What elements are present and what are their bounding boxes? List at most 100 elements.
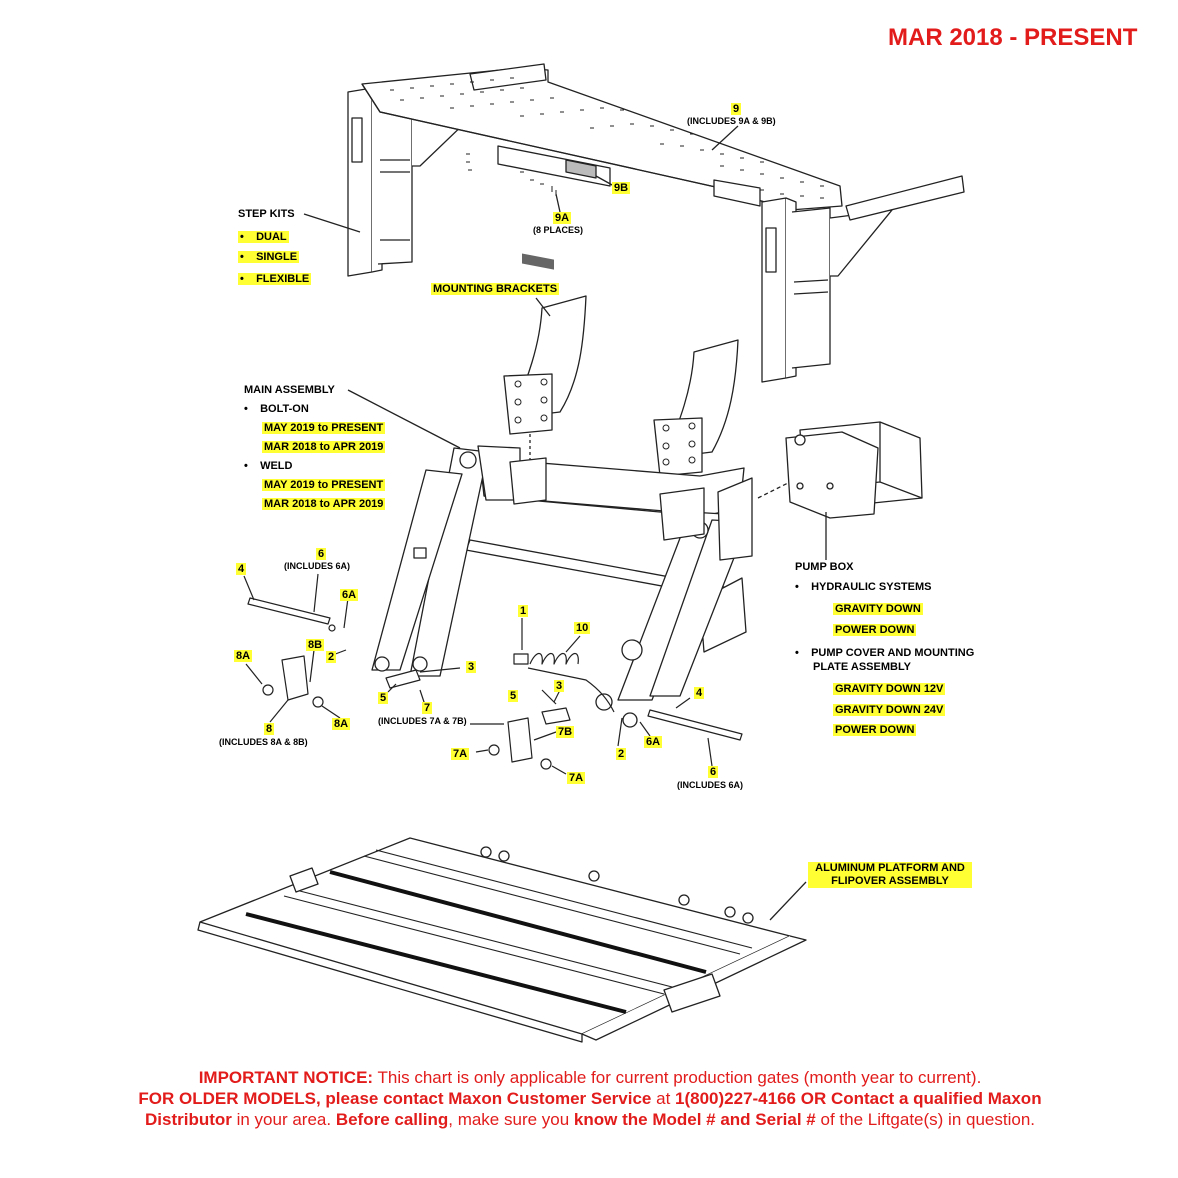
callout-7-note: (INCLUDES 7A & 7B) — [378, 716, 467, 726]
callout-6-left-number: 6 — [316, 548, 327, 560]
small-parts-drawing — [243, 573, 743, 775]
notice-line-3-text: in your area. — [231, 1110, 336, 1129]
callout-6-right-number: 6 — [708, 766, 719, 778]
callout-9b: 9B — [612, 182, 631, 195]
callout-9a: 9A — [553, 212, 572, 225]
gravity-down-text: GRAVITY DOWN — [833, 603, 923, 615]
main-assembly-label: MAIN ASSEMBLY — [244, 384, 335, 396]
callout-8: 8 — [264, 723, 275, 736]
platform-label-line1: ALUMINUM PLATFORM AND — [815, 862, 965, 874]
step-kit-flexible-text: FLEXIBLE — [256, 273, 310, 285]
notice-before-calling: Before calling — [335, 1110, 449, 1129]
callout-3-right-number: 3 — [554, 680, 565, 692]
callout-6-right: 6 — [708, 766, 719, 779]
callout-1: 1 — [518, 605, 529, 618]
callout-5-right-number: 5 — [508, 690, 519, 702]
bolt-on-mar-text: MAR 2018 to APR 2019 — [262, 441, 386, 453]
callout-2-right-number: 2 — [616, 748, 627, 760]
callout-9-number: 9 — [731, 103, 742, 115]
hydraulic-systems-label: • HYDRAULIC SYSTEMS — [795, 581, 932, 593]
power-down-text: POWER DOWN — [833, 624, 917, 636]
callout-7a-left-number: 7A — [451, 748, 470, 760]
callout-7-number: 7 — [422, 702, 433, 714]
callout-9: 9 — [731, 103, 742, 116]
notice-heading: IMPORTANT NOTICE: — [198, 1068, 374, 1087]
gravity-down-24v-text: GRAVITY DOWN 24V — [833, 704, 946, 716]
callout-9b-number: 9B — [612, 182, 631, 194]
bolt-on-may-text: MAY 2019 to PRESENT — [262, 422, 386, 434]
callout-4-right-number: 4 — [694, 687, 705, 699]
gravity-down-24v-option: GRAVITY DOWN 24V — [833, 704, 946, 717]
step-kit-single-text: SINGLE — [256, 251, 298, 263]
callout-6a-right: 6A — [644, 736, 663, 749]
step-kit-dual: • DUAL — [238, 231, 289, 243]
step-kit-drawing — [303, 63, 965, 383]
callout-7a-left: 7A — [451, 748, 470, 761]
callout-8b-number: 8B — [306, 639, 325, 651]
power-down-2-option: POWER DOWN — [833, 724, 917, 737]
callout-3-left-number: 3 — [466, 661, 477, 673]
callout-6a-left: 6A — [340, 589, 359, 602]
callout-10-number: 10 — [574, 622, 591, 634]
mounting-brackets-drawing — [503, 295, 739, 500]
callout-7: 7 — [422, 702, 433, 715]
notice-model-serial: know the Model # and Serial # — [573, 1110, 816, 1129]
callout-4-left: 4 — [236, 563, 247, 576]
callout-6a-right-number: 6A — [644, 736, 663, 748]
weld-may-text: MAY 2019 to PRESENT — [262, 479, 386, 491]
callout-6a-left-number: 6A — [340, 589, 359, 601]
pump-box-label: PUMP BOX — [795, 561, 854, 573]
weld-may-2019: MAY 2019 to PRESENT — [262, 479, 386, 492]
notice-line-3-text-3: of the Liftgate(s) in question. — [815, 1110, 1036, 1129]
callout-8-note: (INCLUDES 8A & 8B) — [219, 737, 308, 747]
step-kits-label: STEP KITS — [238, 208, 295, 220]
gravity-down-option: GRAVITY DOWN — [833, 603, 923, 616]
notice-phone: 1(800)227-4166 OR Contact a qualified Ma… — [675, 1089, 1042, 1108]
platform-label-line2: FLIPOVER ASSEMBLY — [831, 875, 949, 887]
callout-5-left-number: 5 — [378, 692, 389, 704]
mounting-brackets-label: MOUNTING BRACKETS — [431, 283, 560, 296]
mounting-brackets-text: MOUNTING BRACKETS — [431, 283, 560, 295]
callout-2-right: 2 — [616, 748, 627, 761]
power-down-2-text: POWER DOWN — [833, 724, 917, 736]
callout-9-note: (INCLUDES 9A & 9B) — [687, 116, 776, 126]
callout-9a-note: (8 PLACES) — [533, 225, 584, 235]
pump-cover-label-2: PLATE ASSEMBLY — [813, 661, 911, 673]
callout-8a-lower-number: 8A — [332, 718, 351, 730]
callout-9a-number: 9A — [553, 212, 572, 224]
gravity-down-12v-option: GRAVITY DOWN 12V — [833, 683, 946, 696]
power-down-option: POWER DOWN — [833, 624, 917, 637]
callout-8a-left-number: 8A — [234, 650, 253, 662]
callout-4-left-number: 4 — [236, 563, 247, 575]
weld-mar-2018: MAR 2018 to APR 2019 — [262, 498, 386, 511]
callout-7a-right-number: 7A — [567, 772, 586, 784]
main-assembly-drawing — [347, 389, 791, 728]
callout-7a-right: 7A — [567, 772, 586, 785]
notice-line-1-text: This chart is only applicable for curren… — [373, 1068, 982, 1087]
callout-8a-lower: 8A — [332, 718, 351, 731]
weld-label: • WELD — [244, 460, 293, 472]
callout-6-left-note: (INCLUDES 6A) — [284, 561, 351, 571]
bolt-on-label: • BOLT-ON — [244, 403, 309, 415]
callout-10: 10 — [574, 622, 591, 635]
pump-cover-text: PUMP COVER AND MOUNTING — [811, 647, 975, 659]
hydraulic-systems-text: HYDRAULIC SYSTEMS — [811, 581, 932, 593]
callout-8-number: 8 — [264, 723, 275, 735]
step-kit-flexible: • FLEXIBLE — [238, 273, 312, 285]
pump-cover-label: • PUMP COVER AND MOUNTING — [795, 647, 975, 659]
callout-2-left: 2 — [326, 651, 337, 664]
weld-mar-text: MAR 2018 to APR 2019 — [262, 498, 386, 510]
notice-older-models: FOR OLDER MODELS, please contact Maxon C… — [138, 1089, 652, 1108]
step-kit-dual-text: DUAL — [256, 231, 287, 243]
notice-distributor: Distributor — [144, 1110, 232, 1129]
callout-6-left: 6 — [316, 548, 327, 561]
callout-5-right: 5 — [508, 690, 519, 703]
callout-8a-left: 8A — [234, 650, 253, 663]
callout-4-right: 4 — [694, 687, 705, 700]
bolt-on-may-2019: MAY 2019 to PRESENT — [262, 422, 386, 435]
page-title: MAR 2018 - PRESENT — [888, 24, 1138, 51]
platform-drawing — [197, 837, 807, 1043]
callout-6-right-note: (INCLUDES 6A) — [677, 780, 744, 790]
